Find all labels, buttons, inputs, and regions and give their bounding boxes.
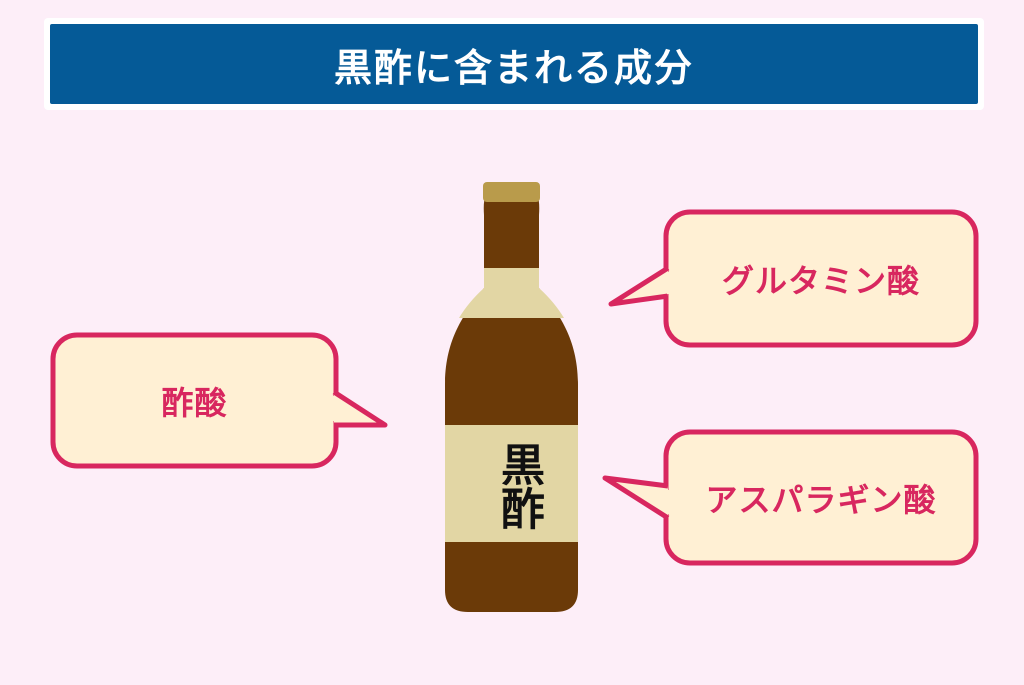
title-bar: 黒酢に含まれる成分 xyxy=(50,24,978,104)
bottle-label xyxy=(445,425,578,542)
bottle-cap xyxy=(483,182,540,202)
bubble-glutamic-acid-text: グルタミン酸 xyxy=(721,261,920,300)
page-title: 黒酢に含まれる成分 xyxy=(333,45,694,90)
bubble-acetic-acid xyxy=(50,332,388,469)
title-banner: 黒酢に含まれる成分 xyxy=(44,18,984,110)
black-vinegar-bottle xyxy=(445,182,578,612)
bottle-label-text: 黒酢 xyxy=(493,442,544,530)
bubble-aspartic-acid xyxy=(602,429,979,566)
bottle-neck-band xyxy=(459,268,564,318)
bubble-glutamic-acid xyxy=(608,209,979,348)
bubble-acetic-acid-text: 酢酸 xyxy=(161,383,228,422)
bottle-body xyxy=(445,195,578,612)
bubble-aspartic-acid-text: アスパラギン酸 xyxy=(705,480,937,519)
